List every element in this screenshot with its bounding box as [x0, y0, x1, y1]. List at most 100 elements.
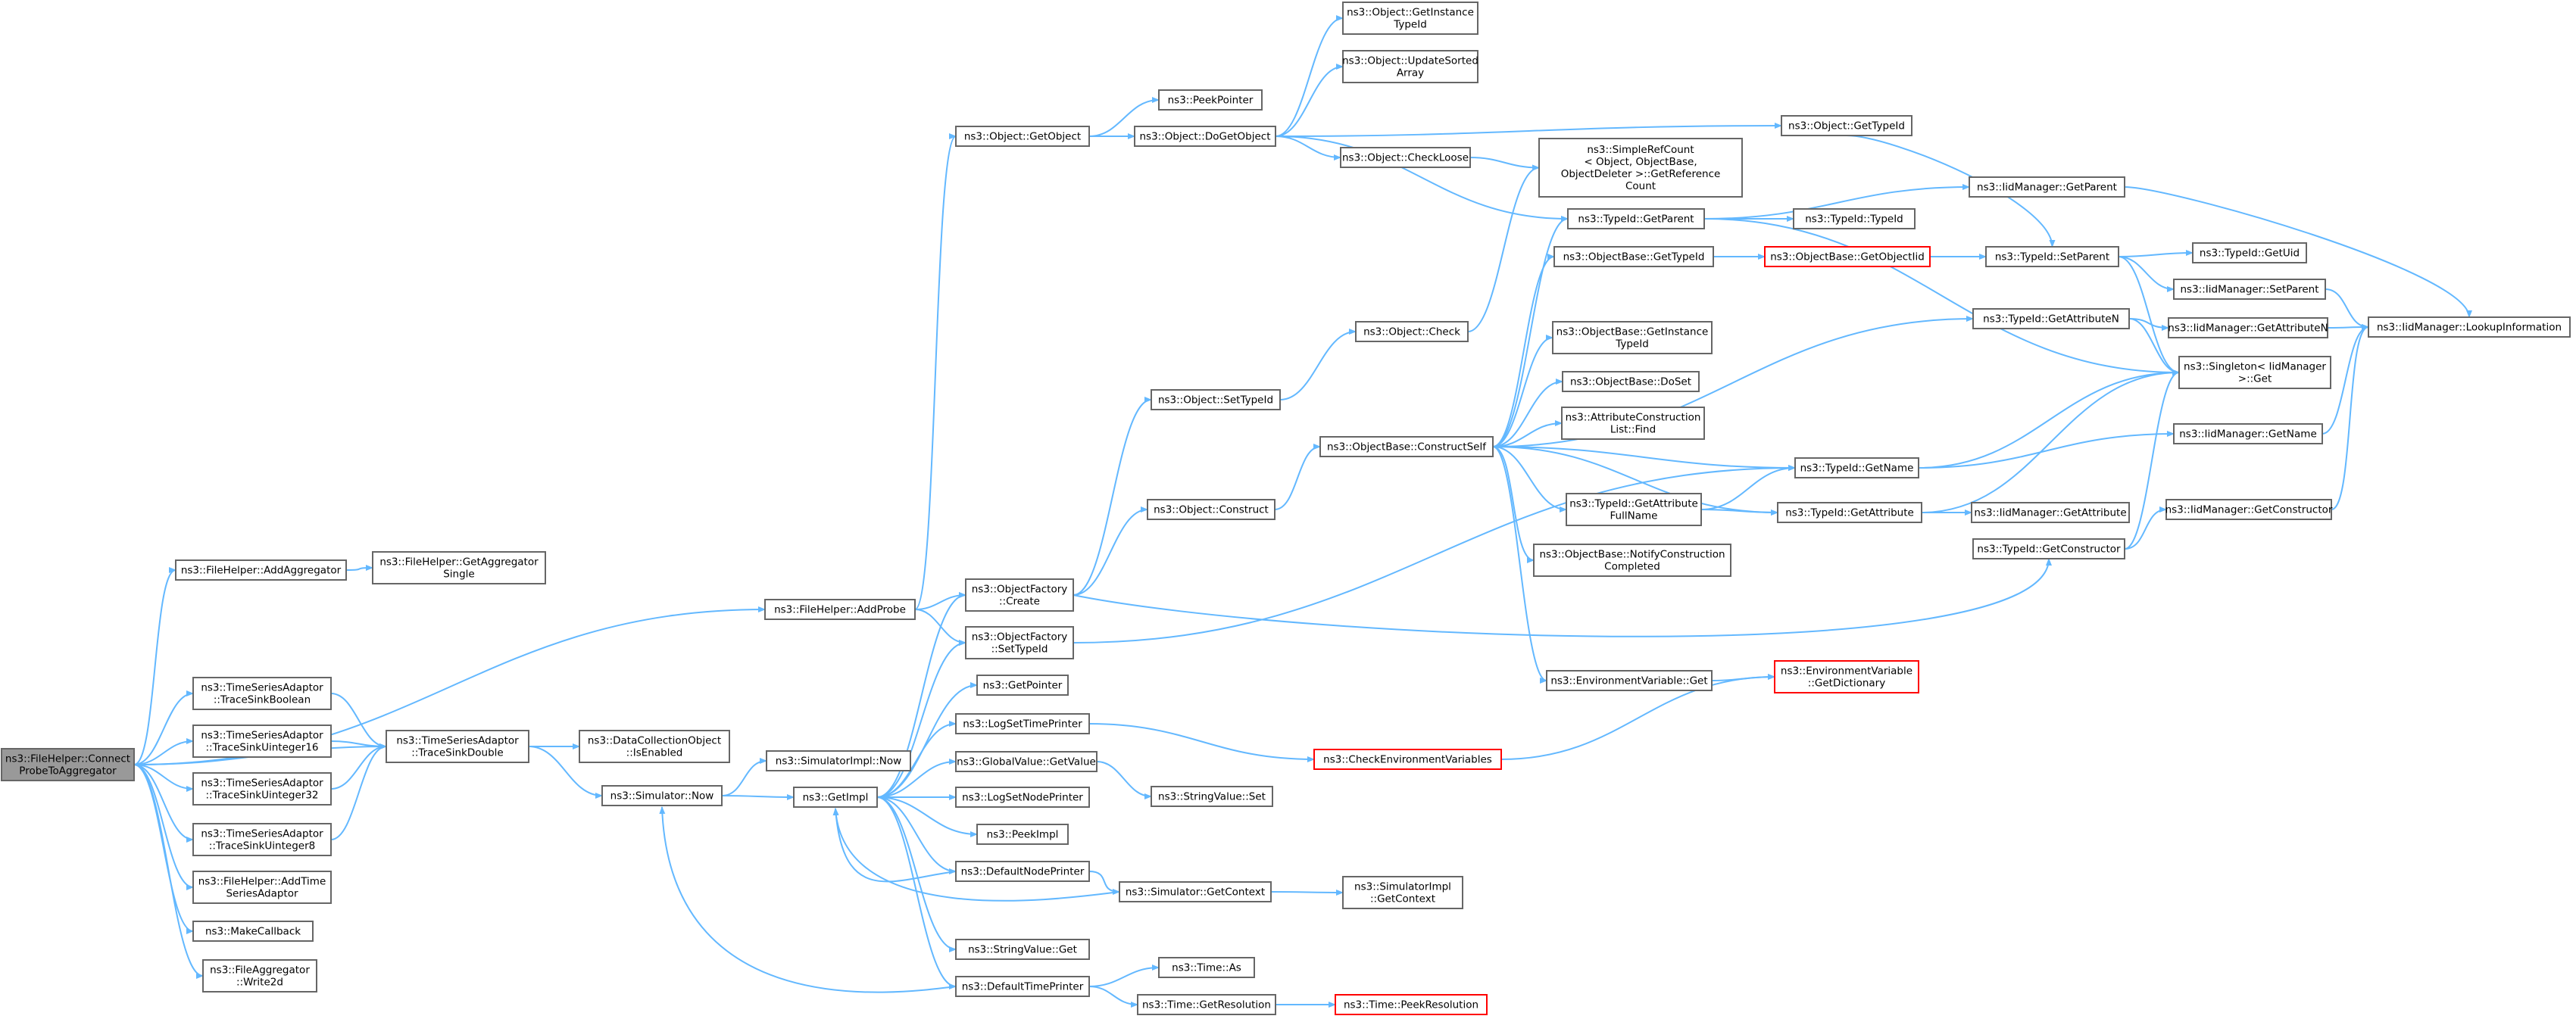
node-obDoSet[interactable]: ns3::ObjectBase::DoSet: [1562, 371, 1700, 392]
node-box[interactable]: [1774, 660, 1919, 693]
node-ofSetTypeId[interactable]: ns3::ObjectFactory::SetTypeId: [965, 626, 1074, 659]
node-box[interactable]: [192, 823, 332, 856]
node-box[interactable]: [1538, 138, 1743, 198]
node-typeIdGetName[interactable]: ns3::TypeId::GetName: [1794, 457, 1919, 478]
node-box[interactable]: [386, 730, 529, 763]
node-box[interactable]: [1553, 246, 1714, 267]
node-box[interactable]: [2368, 316, 2571, 338]
node-box[interactable]: [1552, 321, 1713, 354]
node-box[interactable]: [1764, 246, 1931, 267]
node-simImplNow[interactable]: ns3::SimulatorImpl::Now: [766, 750, 911, 771]
node-typeIdGetConstructor[interactable]: ns3::TypeId::GetConstructor: [1972, 538, 2125, 559]
node-box[interactable]: [2192, 242, 2307, 263]
node-peekImpl[interactable]: ns3::PeekImpl: [976, 824, 1069, 845]
node-box[interactable]: [1335, 994, 1488, 1015]
node-box[interactable]: [2178, 356, 2331, 389]
node-iidGetAttributeN[interactable]: ns3::IidManager::GetAttributeN: [2168, 317, 2328, 338]
node-box[interactable]: [1, 748, 135, 781]
node-box[interactable]: [372, 551, 546, 584]
node-box[interactable]: [2165, 499, 2332, 520]
node-obGetObjectIid[interactable]: ns3::ObjectBase::GetObjectIid: [1764, 246, 1931, 267]
node-box[interactable]: [976, 675, 1069, 696]
node-box[interactable]: [175, 559, 347, 581]
node-box[interactable]: [1342, 2, 1478, 35]
node-defaultTimePrinter[interactable]: ns3::DefaultTimePrinter: [955, 976, 1090, 997]
node-box[interactable]: [1340, 147, 1471, 168]
node-box[interactable]: [955, 787, 1090, 808]
node-box[interactable]: [1794, 457, 1919, 478]
node-box[interactable]: [793, 787, 878, 808]
node-box[interactable]: [192, 871, 332, 904]
node-typeIdGetAttribute[interactable]: ns3::TypeId::GetAttribute: [1777, 502, 1922, 523]
node-box[interactable]: [764, 599, 916, 620]
node-tsU16[interactable]: ns3::TimeSeriesAdaptor::TraceSinkUintege…: [192, 725, 332, 758]
node-timeAs[interactable]: ns3::Time::As: [1158, 957, 1255, 978]
node-logSetTimePrinter[interactable]: ns3::LogSetTimePrinter: [955, 713, 1090, 734]
node-box[interactable]: [1147, 499, 1276, 520]
node-typeIdTypeId[interactable]: ns3::TypeId::TypeId: [1793, 208, 1916, 229]
node-box[interactable]: [1566, 493, 1702, 526]
node-box[interactable]: [192, 921, 314, 942]
node-box[interactable]: [1972, 538, 2125, 559]
node-box[interactable]: [1355, 321, 1469, 342]
node-objGetTypeId[interactable]: ns3::Object::GetTypeId: [1781, 115, 1912, 136]
node-box[interactable]: [1134, 126, 1276, 147]
node-getPointer[interactable]: ns3::GetPointer: [976, 675, 1069, 696]
node-objGetObject[interactable]: ns3::Object::GetObject: [955, 126, 1090, 147]
node-timeGetRes[interactable]: ns3::Time::GetResolution: [1137, 994, 1276, 1015]
node-box[interactable]: [1567, 208, 1705, 229]
node-typeIdSetParent[interactable]: ns3::TypeId::SetParent: [1985, 246, 2119, 267]
node-iidGetAttribute[interactable]: ns3::IidManager::GetAttribute: [1971, 502, 2130, 523]
node-objConstruct[interactable]: ns3::Object::Construct: [1147, 499, 1276, 520]
node-box[interactable]: [955, 126, 1090, 147]
node-envGetDict[interactable]: ns3::EnvironmentVariable::GetDictionary: [1774, 660, 1919, 693]
node-objDoGetObject[interactable]: ns3::Object::DoGetObject: [1134, 126, 1276, 147]
node-box[interactable]: [965, 626, 1074, 659]
node-simNow[interactable]: ns3::Simulator::Now: [601, 785, 723, 806]
node-svSet[interactable]: ns3::StringValue::Set: [1151, 786, 1273, 807]
node-simGetContext[interactable]: ns3::Simulator::GetContext: [1119, 881, 1272, 902]
node-faWrite2d[interactable]: ns3::FileAggregator::Write2d: [202, 959, 317, 993]
node-dcoEnabled[interactable]: ns3::DataCollectionObject::IsEnabled: [579, 730, 730, 763]
node-timePeekRes[interactable]: ns3::Time::PeekResolution: [1335, 994, 1488, 1015]
node-svGet[interactable]: ns3::StringValue::Get: [955, 939, 1090, 960]
node-box[interactable]: [192, 677, 332, 710]
node-iidGetName[interactable]: ns3::IidManager::GetName: [2173, 423, 2323, 444]
node-box[interactable]: [955, 713, 1090, 734]
node-envGet[interactable]: ns3::EnvironmentVariable::Get: [1546, 670, 1713, 691]
node-tsU8[interactable]: ns3::TimeSeriesAdaptor::TraceSinkUintege…: [192, 823, 332, 856]
node-addProbe[interactable]: ns3::FileHelper::AddProbe: [764, 599, 916, 620]
node-box[interactable]: [955, 939, 1090, 960]
node-box[interactable]: [1546, 670, 1713, 691]
node-box[interactable]: [1151, 389, 1281, 410]
node-getImpl[interactable]: ns3::GetImpl: [793, 787, 878, 808]
node-obNotify[interactable]: ns3::ObjectBase::NotifyConstructionCompl…: [1533, 544, 1731, 577]
node-box[interactable]: [1972, 308, 2130, 329]
node-iidSetParent[interactable]: ns3::IidManager::SetParent: [2173, 279, 2326, 300]
node-makeCallback[interactable]: ns3::MakeCallback: [192, 921, 314, 942]
node-typeIdGetAttributeN[interactable]: ns3::TypeId::GetAttributeN: [1972, 308, 2130, 329]
node-obGetTypeId[interactable]: ns3::ObjectBase::GetTypeId: [1553, 246, 1714, 267]
node-checkEnvVars[interactable]: ns3::CheckEnvironmentVariables: [1313, 749, 1502, 770]
node-box[interactable]: [1137, 994, 1276, 1015]
node-box[interactable]: [2168, 317, 2328, 338]
node-gvGetValue[interactable]: ns3::GlobalValue::GetValue: [955, 751, 1098, 772]
node-objCheckLoose[interactable]: ns3::Object::CheckLoose: [1340, 147, 1471, 168]
node-simImplGetContext[interactable]: ns3::SimulatorImpl::GetContext: [1342, 876, 1463, 909]
node-objSetTypeId[interactable]: ns3::Object::SetTypeId: [1151, 389, 1281, 410]
node-box[interactable]: [192, 725, 332, 758]
node-tsU32[interactable]: ns3::TimeSeriesAdaptor::TraceSinkUintege…: [192, 772, 332, 806]
node-typeIdGetParent[interactable]: ns3::TypeId::GetParent: [1567, 208, 1705, 229]
node-obConstructSelf[interactable]: ns3::ObjectBase::ConstructSelf: [1319, 436, 1494, 457]
node-box[interactable]: [1985, 246, 2119, 267]
node-box[interactable]: [1561, 407, 1705, 440]
node-box[interactable]: [1777, 502, 1922, 523]
node-box[interactable]: [1781, 115, 1912, 136]
node-typeIdGetUid[interactable]: ns3::TypeId::GetUid: [2192, 242, 2307, 263]
node-box[interactable]: [955, 861, 1090, 882]
node-singletonGet[interactable]: ns3::Singleton< IidManager >::Get: [2178, 356, 2331, 389]
node-box[interactable]: [1158, 89, 1263, 111]
